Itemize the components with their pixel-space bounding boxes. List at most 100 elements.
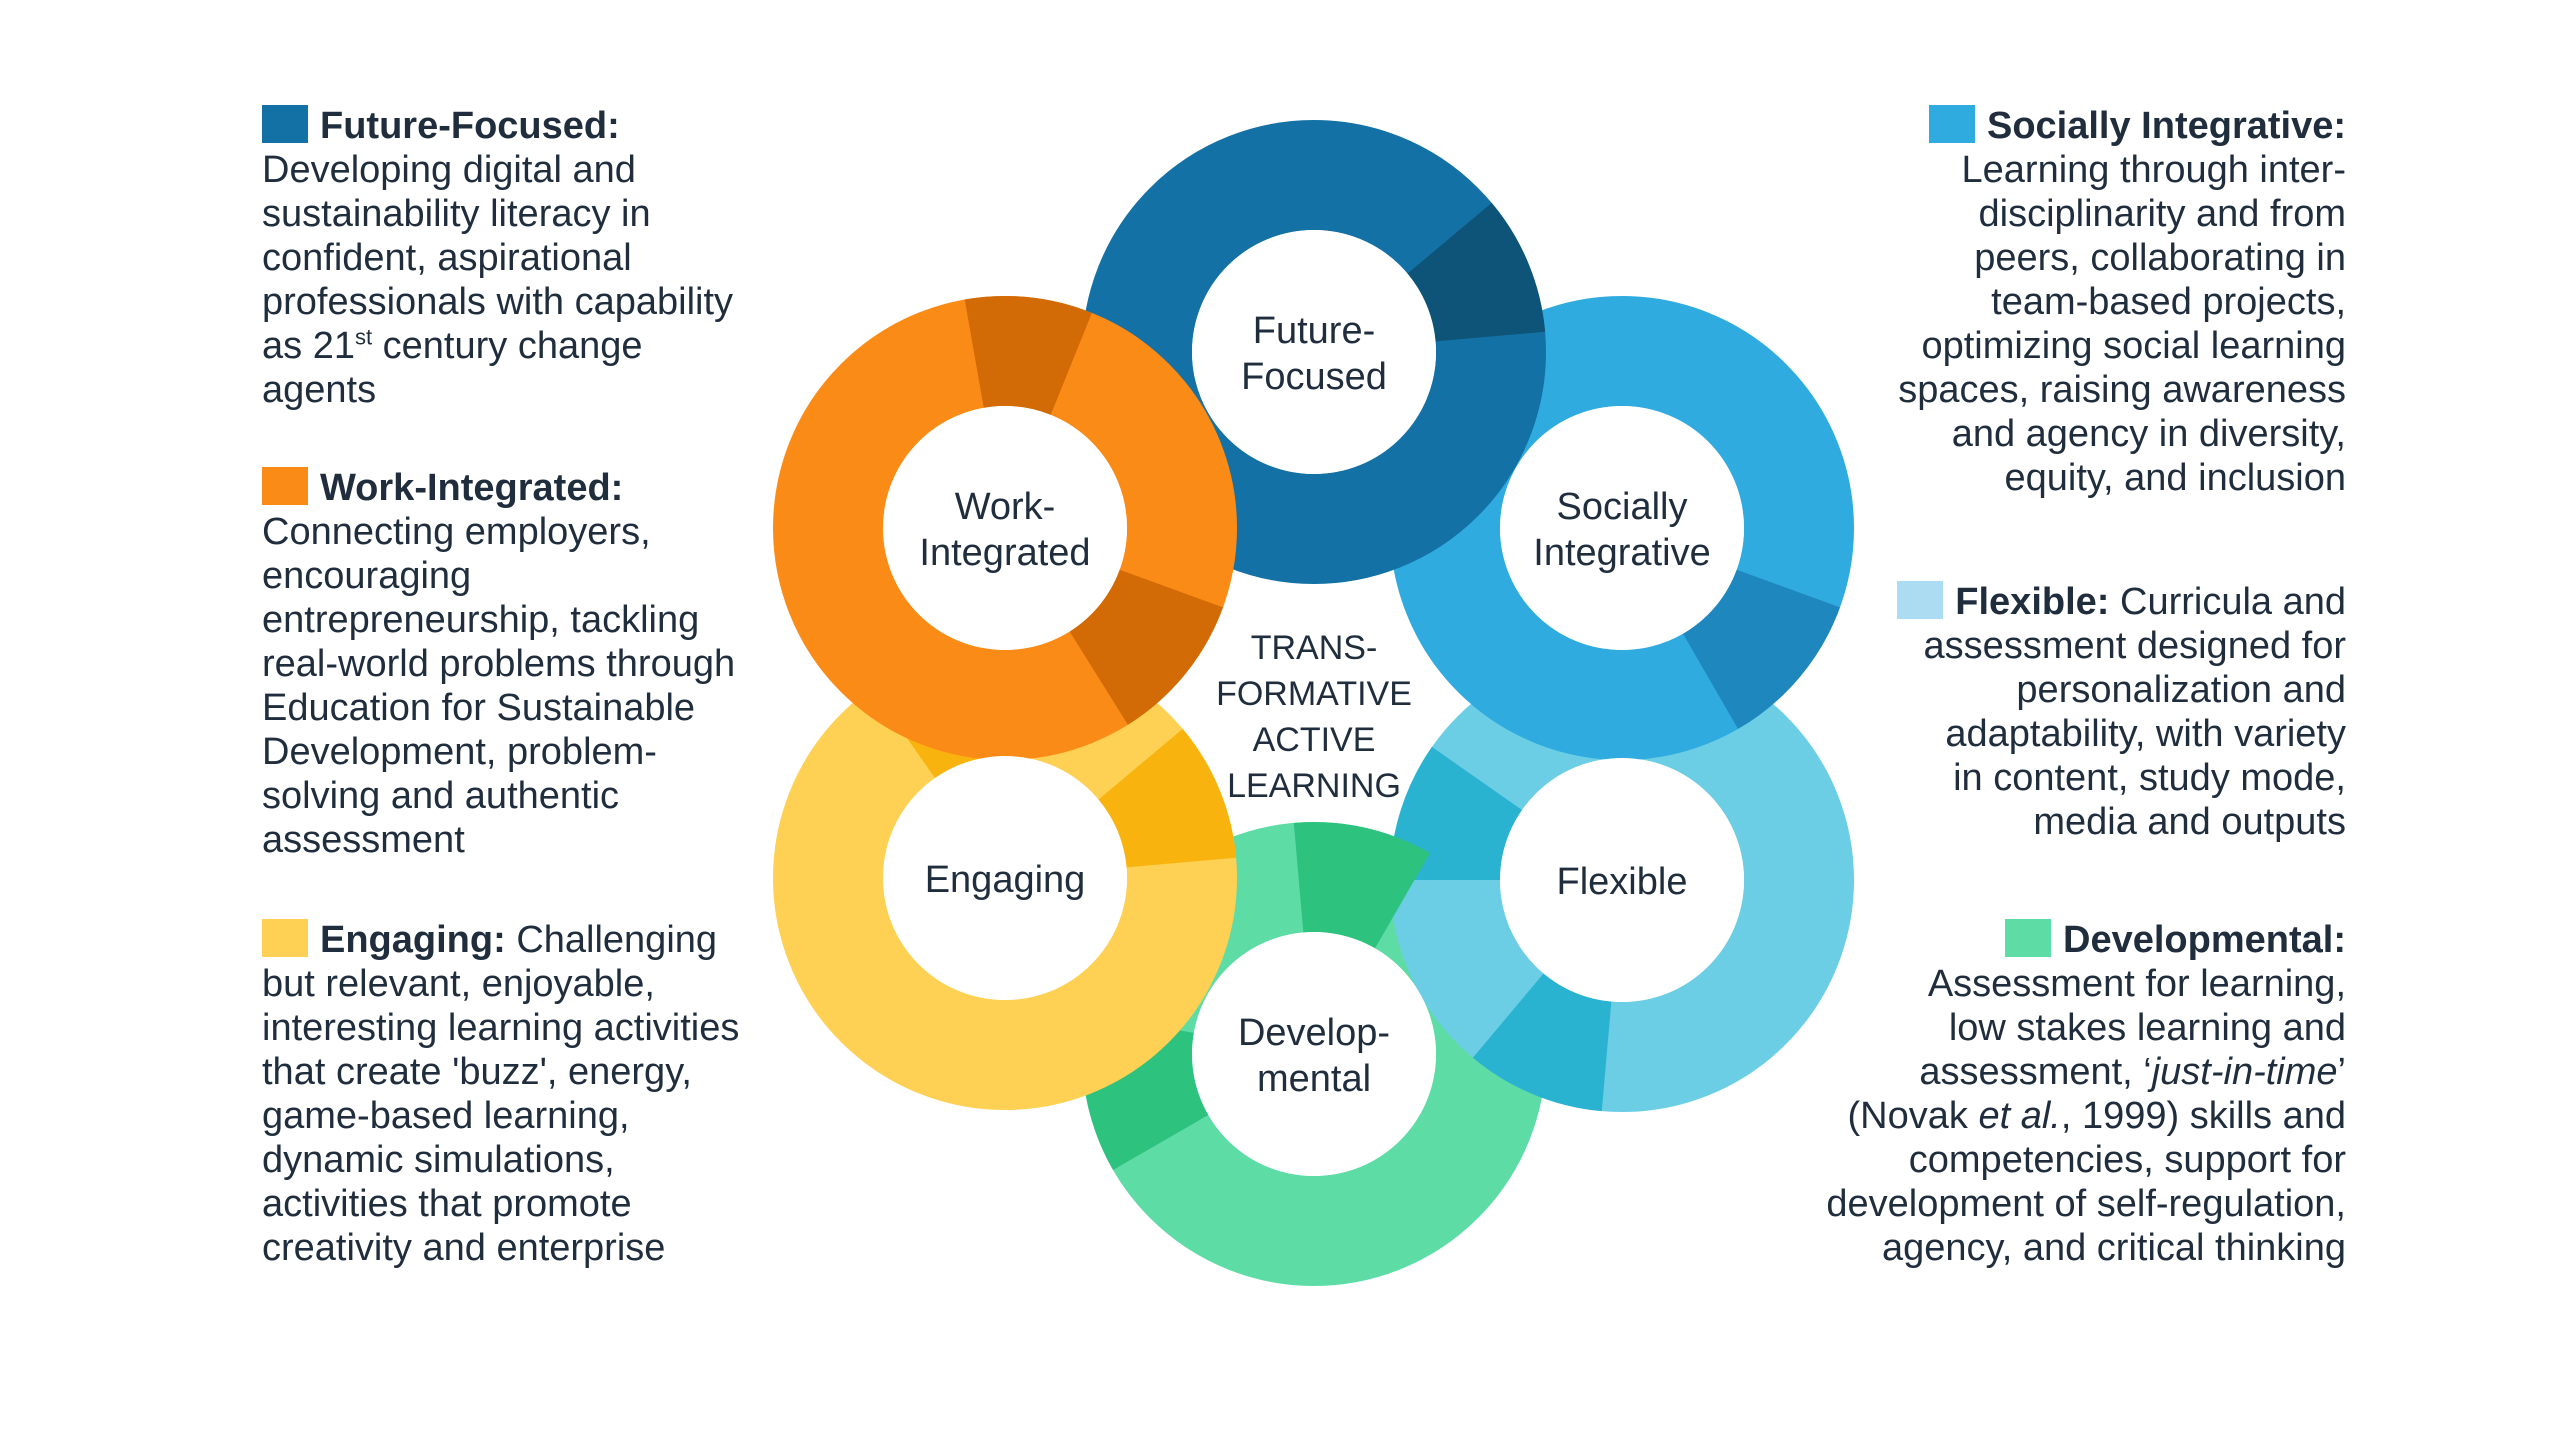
future-focused-heading: Future-Focused: [320, 105, 620, 147]
developmental-text-2: low stakes learning and [1948, 1007, 2346, 1049]
socially-integrative-text-2: disciplinarity and from [1978, 193, 2346, 235]
future-focused-swatch [262, 105, 308, 143]
future-node-hole [1192, 230, 1436, 474]
work-integrated-text-5: Education for Sustainable [262, 687, 696, 729]
socially-integrative-text-1: Learning through inter- [1961, 149, 2346, 191]
developmental-text-4-italic: et al. [1978, 1095, 2061, 1137]
flexible-text-2: personalization and [2016, 669, 2346, 711]
future-focused-text-1: Developing digital and [262, 149, 636, 191]
social-node-label-1: Socially [1557, 486, 1688, 528]
flexible-node-label-1: Flexible [1557, 861, 1688, 903]
developmental-text-4a: (Novak [1847, 1095, 1979, 1137]
developmental-panel: Developmental: Assessment for learning, … [1730, 918, 2346, 1270]
developmental-text-4b: , 1999) skills and [2060, 1095, 2346, 1137]
work-integrated-text-4: real-world problems through [262, 643, 736, 685]
developmental-text-3a: assessment, ‘ [1919, 1051, 2152, 1093]
work-integrated-heading: Work-Integrated: [320, 467, 624, 509]
flexible-swatch [1897, 581, 1944, 619]
flexible-text-1: assessment designed for [1923, 625, 2346, 667]
center-label-3: ACTIVE [1253, 721, 1376, 759]
work-integrated-text-1: Connecting employers, [262, 511, 651, 553]
work-integrated-text-7: solving and authentic [262, 775, 620, 817]
engaging-text-5: dynamic simulations, [262, 1139, 615, 1181]
engaging-text-7: creativity and enterprise [262, 1227, 666, 1269]
developmental-heading: Developmental: [2063, 919, 2346, 961]
socially-integrative-text-5: optimizing social learning [1921, 325, 2346, 367]
developmental-node-hole [1192, 932, 1436, 1176]
developmental-text-3-italic: just-in-time [2151, 1051, 2338, 1093]
socially-integrative-swatch [1928, 105, 1975, 143]
engaging-ring-shade [1098, 728, 1237, 868]
future-node-label-2: Focused [1241, 356, 1387, 398]
engaging-text-1: but relevant, enjoyable, [262, 963, 655, 1005]
future-focused-text-5a: as 21 [262, 325, 355, 367]
engaging-node-label-1: Engaging [925, 859, 1086, 901]
developmental-text-3: assessment, ‘just-in-time’ [1730, 1050, 2346, 1094]
work-ring-shade [964, 296, 1092, 415]
future-focused-text-5-sup: st [354, 324, 373, 350]
flexible-text-0: Curricula and [2109, 581, 2346, 623]
center-label-1: TRANS- [1251, 629, 1378, 667]
socially-integrative-text-4: team-based projects, [1991, 281, 2346, 323]
engaging-text-6: activities that promote [262, 1183, 632, 1225]
engaging-text-4: game-based learning, [262, 1095, 630, 1137]
socially-integrative-panel: Socially Integrative: Learning through i… [1730, 104, 2346, 500]
engaging-text-2: interesting learning activities [262, 1007, 740, 1049]
engaging-text-3: that create 'buzz', energy, [262, 1051, 692, 1093]
developmental-text-1: Assessment for learning, [1927, 963, 2346, 1005]
work-node-label-2: Integrated [919, 532, 1090, 574]
flexible-ring-shade [1390, 746, 1523, 880]
engaging-node-hole [883, 756, 1127, 1000]
flexible-panel: Flexible: Curricula and assessment desig… [1730, 580, 2346, 844]
engaging-panel: Engaging: Challenging but relevant, enjo… [262, 918, 822, 1270]
socially-integrative-text-7: and agency in diversity, [1951, 413, 2346, 455]
socially-integrative-text-6: spaces, raising awareness [1898, 369, 2346, 411]
ring-group [773, 120, 1854, 1286]
developmental-text-3b: ’ [2337, 1051, 2346, 1093]
center-label-4: LEARNING [1227, 767, 1401, 805]
flexible-heading: Flexible: [1955, 581, 2110, 623]
center-label-2: FORMATIVE [1216, 675, 1412, 713]
flexible-text-5: media and outputs [2033, 801, 2346, 843]
developmental-text-4: (Novak et al., 1999) skills and [1730, 1094, 2346, 1138]
social-ring-shade [1683, 569, 1841, 729]
flexible-text-3: adaptability, with variety [1945, 713, 2346, 755]
future-focused-text-2: sustainability literacy in [262, 193, 651, 235]
engaging-text-0: Challenging [505, 919, 718, 961]
future-focused-text-5: as 21st century change [262, 324, 822, 368]
developmental-text-6: development of self-regulation, [1826, 1183, 2346, 1225]
socially-integrative-text-8: equity, and inclusion [2004, 457, 2346, 499]
hole-group [883, 230, 1744, 1176]
work-integrated-swatch [262, 467, 308, 505]
flexible-text-4: in content, study mode, [1953, 757, 2346, 799]
future-focused-text-4: professionals with capability [262, 281, 734, 323]
developmental-node-label-1: Develop- [1238, 1012, 1390, 1054]
future-focused-panel: Future-Focused: Developing digital and s… [262, 104, 822, 412]
developmental-swatch [2005, 919, 2052, 957]
social-node-label-2: Integrative [1533, 532, 1710, 574]
developmental-text-5: competencies, support for [1908, 1139, 2346, 1181]
work-node-hole [883, 406, 1127, 650]
future-focused-text-3: confident, aspirational [262, 237, 632, 279]
work-integrated-panel: Work-Integrated: Connecting employers, e… [262, 466, 822, 862]
flexible-node-hole [1500, 758, 1744, 1002]
future-focused-text-5b: century change [372, 325, 643, 367]
engaging-swatch [262, 919, 308, 957]
label-group: Future-FocusedSociallyIntegrativeFlexibl… [919, 310, 1710, 1100]
future-node-label-1: Future- [1253, 310, 1375, 352]
social-node-hole [1500, 406, 1744, 650]
socially-integrative-text-3: peers, collaborating in [1974, 237, 2346, 279]
future-focused-text-6: agents [262, 369, 377, 411]
work-integrated-text-3: entrepreneurship, tackling [262, 599, 700, 641]
work-integrated-text-6: Development, problem- [262, 731, 657, 773]
work-ring-shade [1069, 569, 1224, 725]
work-integrated-text-8: assessment [262, 819, 465, 861]
developmental-node-label-2: mental [1257, 1058, 1371, 1100]
developmental-text-7: agency, and critical thinking [1882, 1227, 2346, 1269]
work-node-label-1: Work- [955, 486, 1056, 528]
developmental-ring-shade [1293, 821, 1430, 949]
future-ring-shade [1407, 202, 1546, 342]
socially-integrative-heading: Socially Integrative: [1986, 105, 2346, 147]
flexible-ring-shade [1472, 973, 1612, 1112]
